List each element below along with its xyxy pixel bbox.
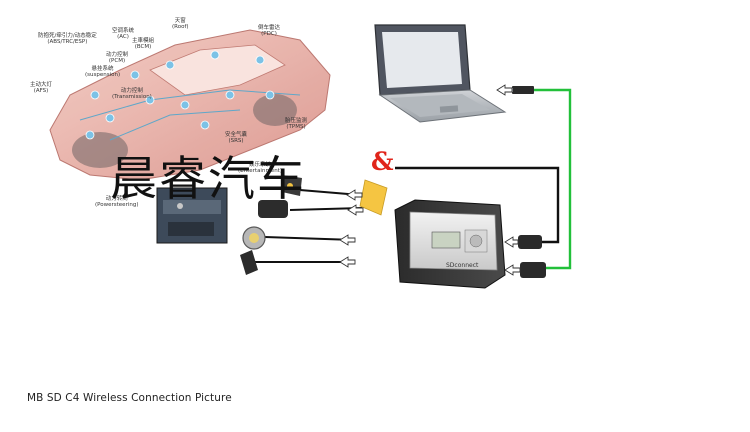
cable-main-black xyxy=(395,166,560,244)
cable-green xyxy=(534,88,572,270)
device-connector-top xyxy=(518,235,542,249)
car-label-entertainment: 娱乐系统(Entertainment) xyxy=(238,162,282,174)
arrow-to-laptop xyxy=(496,84,513,96)
obd-connector-3 xyxy=(242,226,266,250)
cable-hub xyxy=(359,179,388,216)
car-label-transmission: 动力控制(Transmission) xyxy=(112,88,152,100)
arrow-to-device-bottom xyxy=(504,264,521,276)
device-label: SDconnect xyxy=(446,262,479,269)
arrow-bundle-3 xyxy=(339,234,356,246)
car-label-tpms: 胎压监测(TPMS) xyxy=(285,118,308,130)
laptop xyxy=(374,24,507,123)
figure-caption: MB SD C4 Wireless Connection Picture xyxy=(27,392,232,404)
car-illustration xyxy=(49,29,331,181)
car-label-pcm: 动力控制(PCM) xyxy=(106,52,129,64)
device-connector-bottom xyxy=(520,262,546,278)
watermark-text: 晨睿汽车 xyxy=(110,152,306,207)
ampersand-mark: & xyxy=(371,147,394,176)
car-label-abs: 防抱死/牵引力/动态稳定(ABS/TRC/ESP) xyxy=(38,33,97,45)
obd-port-photo xyxy=(156,187,228,244)
car-label-roof: 天窗(Roof) xyxy=(172,18,189,30)
car-label-srs: 安全气囊(SRS) xyxy=(225,132,248,144)
sd-connect-device xyxy=(394,199,506,289)
car-label-bcm: 主車模組(BCM) xyxy=(132,38,155,50)
car-label-ac: 空调系统(AC) xyxy=(112,28,135,40)
obd-connector-1 xyxy=(282,175,302,196)
arrow-bundle-1 xyxy=(346,189,363,201)
car-label-suspension: 悬挂系统(suspension) xyxy=(85,66,121,78)
obd-connector-4 xyxy=(240,250,258,275)
car-label-powersteering: 动力转向(Powersteering) xyxy=(95,196,139,208)
arrow-bundle-2 xyxy=(347,204,364,216)
arrow-to-device-top xyxy=(504,236,519,248)
arrow-bundle-4 xyxy=(339,256,356,268)
car-label-pdc: 倒车雷达(PDC) xyxy=(258,25,281,37)
car-label-afs: 主动大灯(AFS) xyxy=(30,82,53,94)
obd-connector-2 xyxy=(258,200,288,218)
